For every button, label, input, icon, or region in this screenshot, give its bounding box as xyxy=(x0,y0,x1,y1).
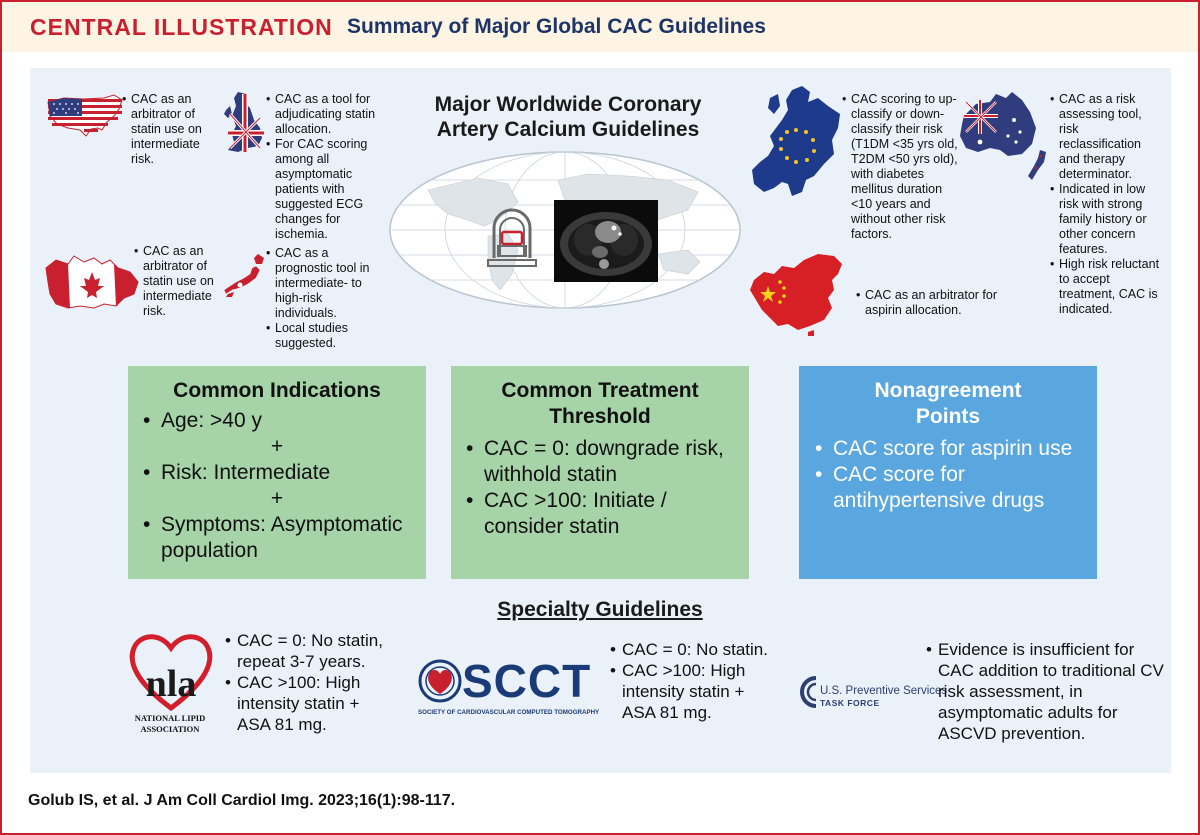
uk-bullet: CAC as a tool for adjudicating statin al… xyxy=(266,92,376,137)
nla-caption-line: NATIONAL LIPID xyxy=(134,713,206,723)
australia-bullet: High risk reluctant to accept treatment,… xyxy=(1050,257,1162,317)
australia-bullet: Indicated in low risk with strong family… xyxy=(1050,182,1162,257)
uk-bullet: For CAC scoring among all asymptomatic p… xyxy=(266,137,376,242)
plus-separator: + xyxy=(270,487,284,510)
china-bullet: CAC as an arbitrator for aspirin allocat… xyxy=(856,288,1006,318)
canada-bullets: CAC as an arbitrator of statin use on in… xyxy=(134,244,234,319)
japan-map-icon xyxy=(223,254,264,297)
uspstf-item: Evidence is insufficient for CAC additio… xyxy=(926,639,1166,744)
common-treatment-list: CAC = 0: downgrade risk, withhold statin… xyxy=(451,436,749,540)
japan-bullet: Local studies suggested. xyxy=(266,321,376,351)
nla-list: CAC = 0: No statin, repeat 3-7 years. CA… xyxy=(225,630,395,735)
ct-scanner-icon xyxy=(487,208,537,267)
australia-bullet: CAC as a risk assessing tool, risk recla… xyxy=(1050,92,1162,182)
scct-list: CAC = 0: No statin. CAC >100: High inten… xyxy=(610,639,780,723)
treatment-item: CAC = 0: downgrade risk, withhold statin xyxy=(466,436,743,488)
header-bar: CENTRAL ILLUSTRATION Summary of Major Gl… xyxy=(2,2,1198,52)
nonagreement-title: Nonagreement Points xyxy=(799,378,1097,430)
uspstf-logo-icon xyxy=(800,676,817,708)
uk-map-icon xyxy=(224,92,264,152)
plus-separator: + xyxy=(270,435,284,458)
common-indications-list: Age: >40 y xyxy=(128,408,426,434)
scct-heart-logo-icon xyxy=(418,659,462,703)
common-indications-box: Common Indications Age: >40 y + Risk: In… xyxy=(128,366,426,579)
china-bullets: CAC as an arbitrator for aspirin allocat… xyxy=(856,288,1006,318)
scct-item: CAC = 0: No statin. xyxy=(610,639,780,660)
uspstf-logo-text: U.S. Preventive Services xyxy=(820,685,948,697)
europe-bullets: CAC scoring to up-classify or down-class… xyxy=(842,92,960,242)
nonagreement-item: CAC score for aspirin use xyxy=(815,436,1091,462)
australia-nz-map-icon xyxy=(960,92,1046,180)
scct-item: CAC >100: High intensity statin + ASA 81… xyxy=(610,660,780,723)
europe-map-icon xyxy=(752,86,840,196)
box-title-line: Nonagreement xyxy=(874,379,1022,402)
figure-title: Summary of Major Global CAC Guidelines xyxy=(347,15,766,38)
indication-item: Risk: Intermediate xyxy=(143,460,426,486)
nla-item: CAC = 0: No statin, repeat 3-7 years. xyxy=(225,630,395,672)
nonagreement-box: Nonagreement Points CAC score for aspiri… xyxy=(799,366,1097,579)
nonagreement-list: CAC score for aspirin use CAC score for … xyxy=(799,436,1097,514)
china-map-icon xyxy=(750,254,842,336)
common-indications-title: Common Indications xyxy=(173,379,381,402)
usa-map-icon xyxy=(47,94,123,137)
indication-item: Age: >40 y xyxy=(143,408,426,434)
nonagreement-item: CAC score for antihypertensive drugs xyxy=(815,462,1091,514)
nla-item: CAC >100: High intensity statin + ASA 81… xyxy=(225,672,395,735)
box-title-line: Points xyxy=(915,405,981,428)
main-title: Major Worldwide Coronary Artery Calcium … xyxy=(398,92,738,142)
japan-bullets: CAC as a prognostic tool in intermediate… xyxy=(266,246,376,351)
citation: Golub IS, et al. J Am Coll Cardiol Img. … xyxy=(28,792,456,809)
common-indications-list: Risk: Intermediate xyxy=(128,460,426,486)
main-title-line: Artery Calcium Guidelines xyxy=(436,118,700,141)
common-indications-list: Symptoms: Asymptomatic population xyxy=(128,512,426,564)
australia-bullets: CAC as a risk assessing tool, risk recla… xyxy=(1050,92,1162,317)
nla-logo-text: nla xyxy=(146,663,197,705)
europe-bullet: CAC scoring to up-classify or down-class… xyxy=(842,92,960,242)
main-title-line: Major Worldwide Coronary xyxy=(434,93,702,116)
nla-logo-caption: NATIONAL LIPID ASSOCIATION xyxy=(128,713,212,735)
treatment-item: CAC >100: Initiate / consider statin xyxy=(466,488,743,540)
nla-caption-line: ASSOCIATION xyxy=(140,724,200,734)
box-title-line: Threshold xyxy=(549,405,651,428)
common-treatment-box: Common Treatment Threshold CAC = 0: down… xyxy=(451,366,749,579)
box-title-line: Common Treatment xyxy=(501,379,699,402)
canada-map-icon xyxy=(45,255,139,309)
usa-bullets: CAC as an arbitrator of statin use on in… xyxy=(122,92,222,167)
scct-logo-text: SCCT xyxy=(462,655,592,707)
japan-bullet: CAC as a prognostic tool in intermediate… xyxy=(266,246,376,321)
nla-heart-logo-icon: nla xyxy=(129,634,213,712)
uspstf-list: Evidence is insufficient for CAC additio… xyxy=(926,639,1166,744)
uspstf-logo-subtext: TASK FORCE xyxy=(820,698,880,708)
canada-bullet: CAC as an arbitrator of statin use on in… xyxy=(134,244,234,319)
specialty-guidelines-title: Specialty Guidelines xyxy=(497,598,703,621)
ct-scan-image xyxy=(554,200,658,282)
usa-bullet: CAC as an arbitrator of statin use on in… xyxy=(122,92,222,167)
common-treatment-title: Common Treatment Threshold xyxy=(451,378,749,430)
central-illustration-label: CENTRAL ILLUSTRATION xyxy=(30,14,333,40)
uk-bullets: CAC as a tool for adjudicating statin al… xyxy=(266,92,376,242)
scct-logo-caption: SOCIETY OF CARDIOVASCULAR COMPUTED TOMOG… xyxy=(418,709,600,716)
indication-item: Symptoms: Asymptomatic population xyxy=(143,512,426,564)
